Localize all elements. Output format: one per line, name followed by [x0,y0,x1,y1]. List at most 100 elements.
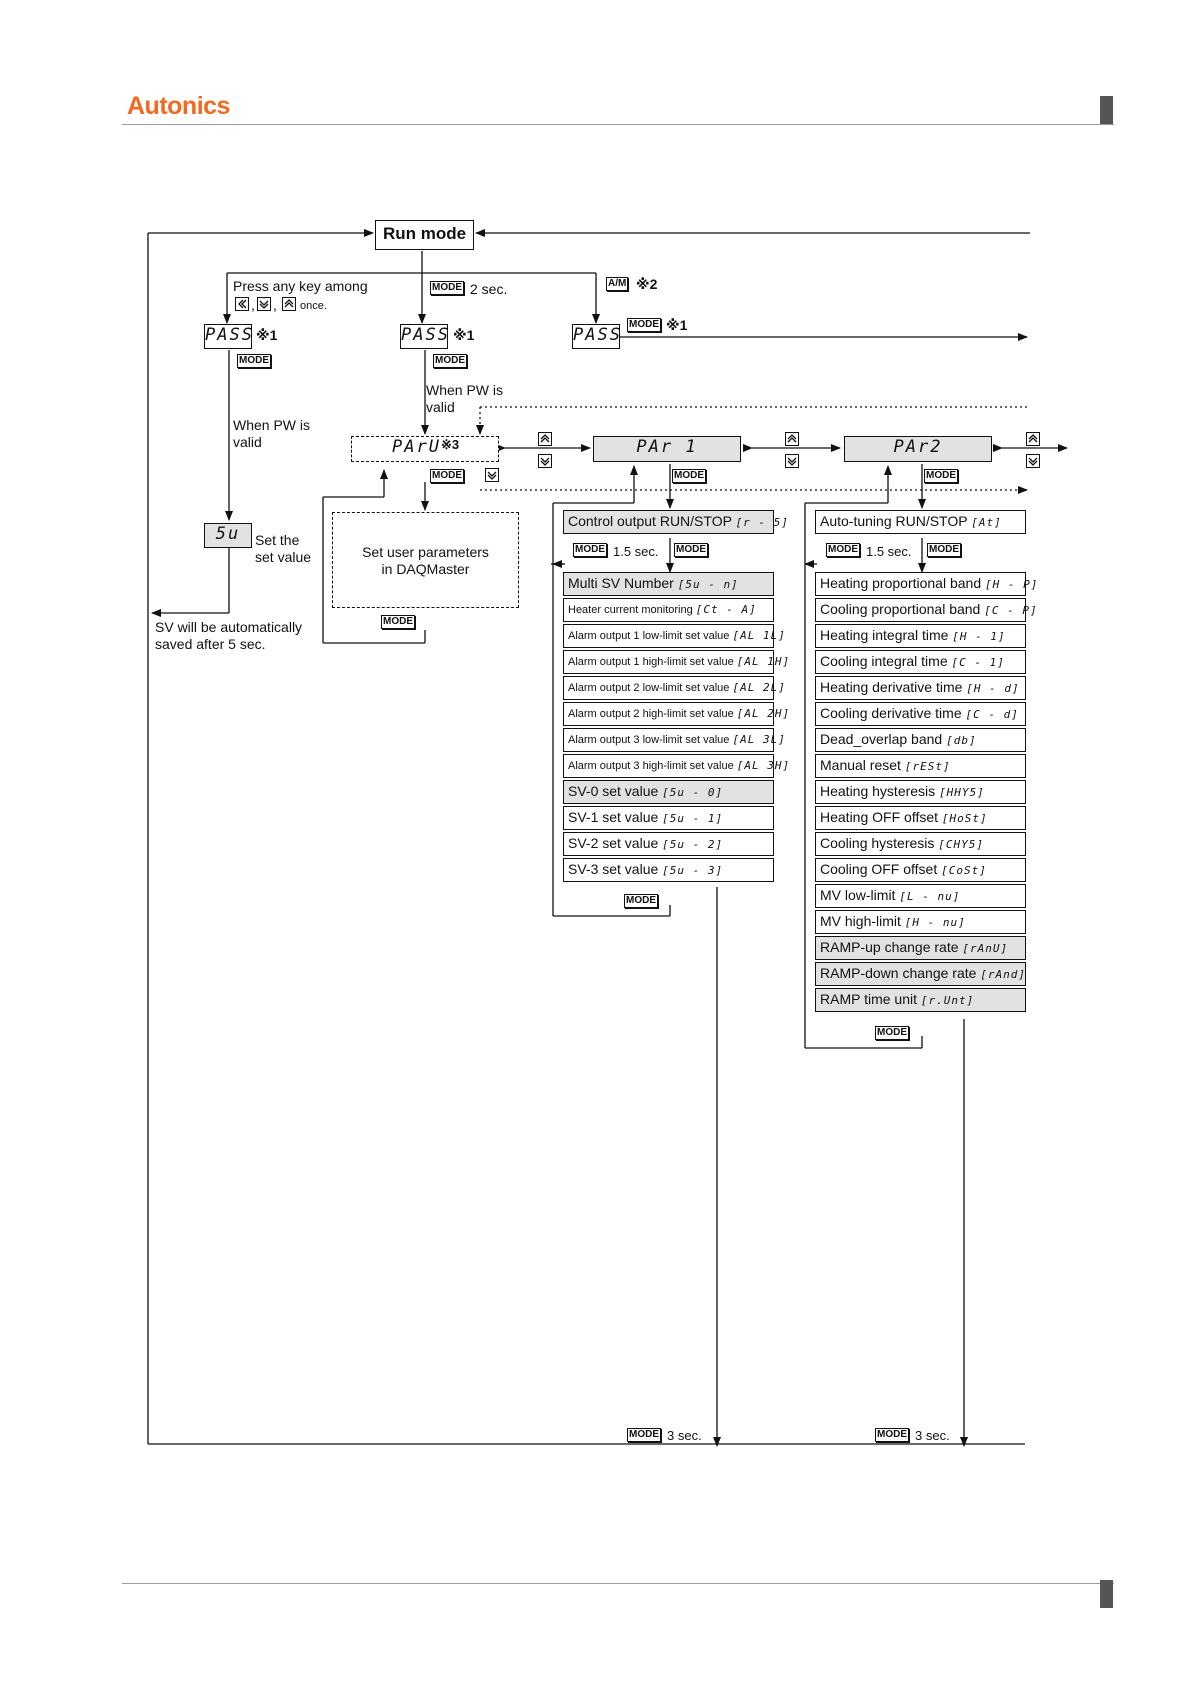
parameter-code: [AL 3L] [732,733,786,746]
par1-parameter-item: Control output RUN/STOP [r - 5] [563,510,788,534]
run-mode-box: Run mode [375,220,474,250]
par2-parameter-item: Heating hysteresis [HHY5] [815,780,1026,804]
par2-parameter-item: MV low-limit [L - nu] [815,884,1026,908]
up-key-icon [1026,432,1040,446]
parameter-label: RAMP-up change rate [820,939,959,955]
par2-display: PAr2 [844,436,992,462]
mode-key-icon: MODE [927,543,961,557]
pass-display-middle: PASS [400,324,448,349]
parameter-label: SV-0 set value [568,783,659,799]
parameter-label: Heating proportional band [820,575,982,591]
pass-note-middle: ※1 [453,327,475,343]
parameter-label: Heating hysteresis [820,783,936,799]
pass-display-right: PASS [572,324,620,349]
parameter-code: [5u - 0] [662,786,724,799]
header-tab-marker [1100,96,1113,124]
parameter-code: [CoSt] [941,864,987,877]
up-key-icon [282,297,296,311]
parameter-code: [AL 1H] [736,655,791,668]
par2-parameter-item: Dead_overlap band [db] [815,728,1026,752]
mode-key-icon: MODE [381,615,415,629]
par1-parameter-item: Heater current monitoring [Ct - A] [563,598,774,622]
parameter-label: Alarm output 3 low-limit set value [568,734,730,746]
parameter-label: Heater current monitoring [568,604,693,616]
par1-parameter-item: Alarm output 3 high-limit set value [AL … [563,754,789,778]
press-any-key-label: Press any key among [233,278,368,294]
parameter-code: [rESt] [904,760,951,773]
parameter-code: [HHY5] [939,786,985,799]
once-label: once. [300,300,327,312]
parameter-label: MV low-limit [820,887,896,903]
parameter-label: Auto-tuning RUN/STOP [820,513,968,529]
parameter-code: [db] [946,734,977,747]
mode-key-icon: MODE [674,543,708,557]
up-key-icon [785,432,799,446]
par1-parameter-item: SV-3 set value [5u - 3] [563,858,774,882]
mode-key-icon: MODE [433,354,467,368]
mode-key-icon: MODE [624,894,658,908]
parameter-label: Alarm output 2 low-limit set value [568,682,730,694]
pass-display-left: PASS [204,324,252,349]
par-u-code: PArU [392,437,441,457]
mode-key-icon: MODE [627,1428,661,1442]
parameter-code: [AL 2H] [736,707,791,720]
par2-parameter-item: Cooling proportional band [C - P] [815,598,1037,622]
parameter-code: [H - P] [985,578,1039,591]
parameter-label: Heating OFF offset [820,809,939,825]
footer-rule [122,1583,1114,1584]
par2-parameter-item: RAMP-up change rate [rAnU] [815,936,1026,960]
parameter-label: MV high-limit [820,913,901,929]
par2-parameter-item: MV high-limit [H - nu] [815,910,1026,934]
par1-parameter-item: Alarm output 2 high-limit set value [AL … [563,702,789,726]
parameter-code: [r - 5] [735,516,789,529]
par2-parameter-item: Heating proportional band [H - P] [815,572,1037,596]
parameter-label: Alarm output 1 high-limit set value [568,656,734,668]
note-2: ※2 [636,276,658,292]
parameter-label: Alarm output 3 high-limit set value [568,760,734,772]
par1-parameter-item: SV-2 set value [5u - 2] [563,832,774,856]
parameter-label: Heating derivative time [820,679,963,695]
parameter-code: [r.Unt] [920,994,975,1007]
parameter-code: [rAnd] [980,968,1027,981]
parameter-code: [H - nu] [904,916,966,929]
parameter-code: [C - d] [965,708,1019,721]
mode-key-icon: MODE [430,469,464,483]
par1-parameter-item: Alarm output 1 high-limit set value [AL … [563,650,789,674]
parameter-label: SV-3 set value [568,861,659,877]
mode-key-icon: MODE [875,1026,909,1040]
parameter-label: SV-1 set value [568,809,659,825]
par2-parameter-item: Auto-tuning RUN/STOP [At] [815,510,1026,534]
parameter-code: [H - d] [966,682,1020,695]
up-key-icon [538,432,552,446]
hold-3-sec-label: 3 sec. [915,1428,950,1443]
mode-key-icon: MODE [924,469,958,483]
par-u-note: ※3 [440,437,460,452]
par1-display: PAr 1 [593,436,741,462]
par1-parameter-item: SV-1 set value [5u - 1] [563,806,774,830]
down-key-icon [257,297,271,311]
hold-1-5-sec-label: 1.5 sec. [866,544,912,559]
parameter-code: [HoSt] [941,812,988,825]
down-key-icon [538,454,552,468]
parameter-code: [AL 3H] [736,759,791,772]
am-key-icon: A/M [606,277,629,291]
down-key-icon [785,454,799,468]
parameter-code: [5u - 1] [662,812,724,825]
par2-parameter-item: Cooling hysteresis [CHY5] [815,832,1026,856]
down-key-icon [1026,454,1040,468]
parameter-label: RAMP time unit [820,991,917,1007]
pw-valid-middle-label: When PW is valid [426,382,504,415]
mode-key-icon: MODE [237,354,271,368]
parameter-label: Dead_overlap band [820,731,943,747]
two-sec-label: 2 sec. [470,281,508,297]
parameter-label: SV-2 set value [568,835,659,851]
parameter-label: Control output RUN/STOP [568,513,732,529]
parameter-label: Heating integral time [820,627,949,643]
mode-key-icon: MODE [826,543,860,557]
parameter-code: [rAnU] [962,942,1009,955]
par1-parameter-item: Alarm output 1 low-limit set value [AL 1… [563,624,785,648]
down-key-icon [485,468,499,482]
parameter-label: Cooling integral time [820,653,948,669]
brand-logo: Autonics [127,92,230,120]
